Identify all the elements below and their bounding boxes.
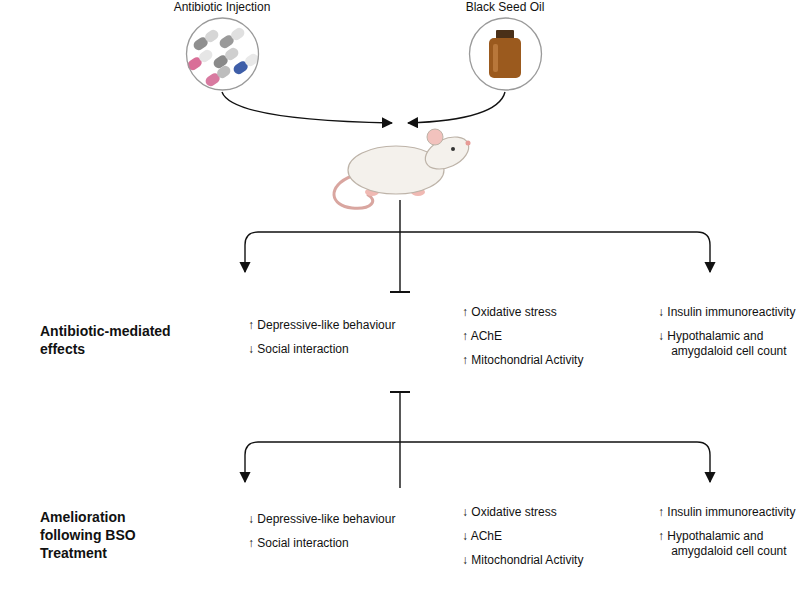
circle-outline: [186, 18, 258, 90]
bottle-illustration: [489, 30, 521, 78]
effect-item: ↓ Depressive-like behaviour: [248, 512, 439, 527]
input-arrow: [408, 92, 505, 123]
stem-line: [399, 200, 400, 292]
branch-bracket: [245, 232, 710, 272]
mouse-illustration: [334, 129, 474, 208]
effect-item: ↓ Insulin immunoreactivity: [658, 305, 800, 320]
image-circle-node: Black Seed Oil: [462, 0, 549, 93]
effect-item: ↑ Mitochondrial Activity: [462, 353, 645, 368]
node-heading: Black Seed Oil: [462, 0, 549, 15]
image-circle-node: Antibiotic Injection: [170, 0, 275, 93]
circle-outline: [469, 18, 541, 90]
row-heading: Amelioration following BSO Treatment: [40, 508, 152, 562]
inhibition-bar: [390, 291, 410, 293]
effect-item: ↓ Oxidative stress: [462, 505, 645, 520]
effect-item: ↓ AChE: [462, 529, 645, 544]
effect-item: ↑ Hypothalamic and amygdaloid cell count: [658, 529, 800, 559]
connector-lines: [222, 92, 710, 488]
pills-illustration: [186, 26, 261, 88]
effect-item: ↑ Insulin immunoreactivity: [658, 505, 800, 520]
effect-item: ↓ Hypothalamic and amygdaloid cell count: [658, 329, 800, 359]
node-heading: Antibiotic Injection: [170, 0, 275, 15]
effect-item: ↑ Depressive-like behaviour: [248, 318, 439, 333]
effect-item: ↑ Oxidative stress: [462, 305, 645, 320]
effect-item: ↑ AChE: [462, 329, 645, 344]
effect-item: ↓ Social interaction: [248, 342, 439, 357]
effect-item: ↓ Mitochondrial Activity: [462, 553, 645, 568]
effect-item: ↑ Social interaction: [248, 536, 439, 551]
stem-line: [399, 392, 400, 488]
branch-bracket: [245, 442, 710, 482]
row-heading: Antibiotic-mediated effects: [40, 322, 172, 358]
input-arrow: [222, 92, 392, 123]
